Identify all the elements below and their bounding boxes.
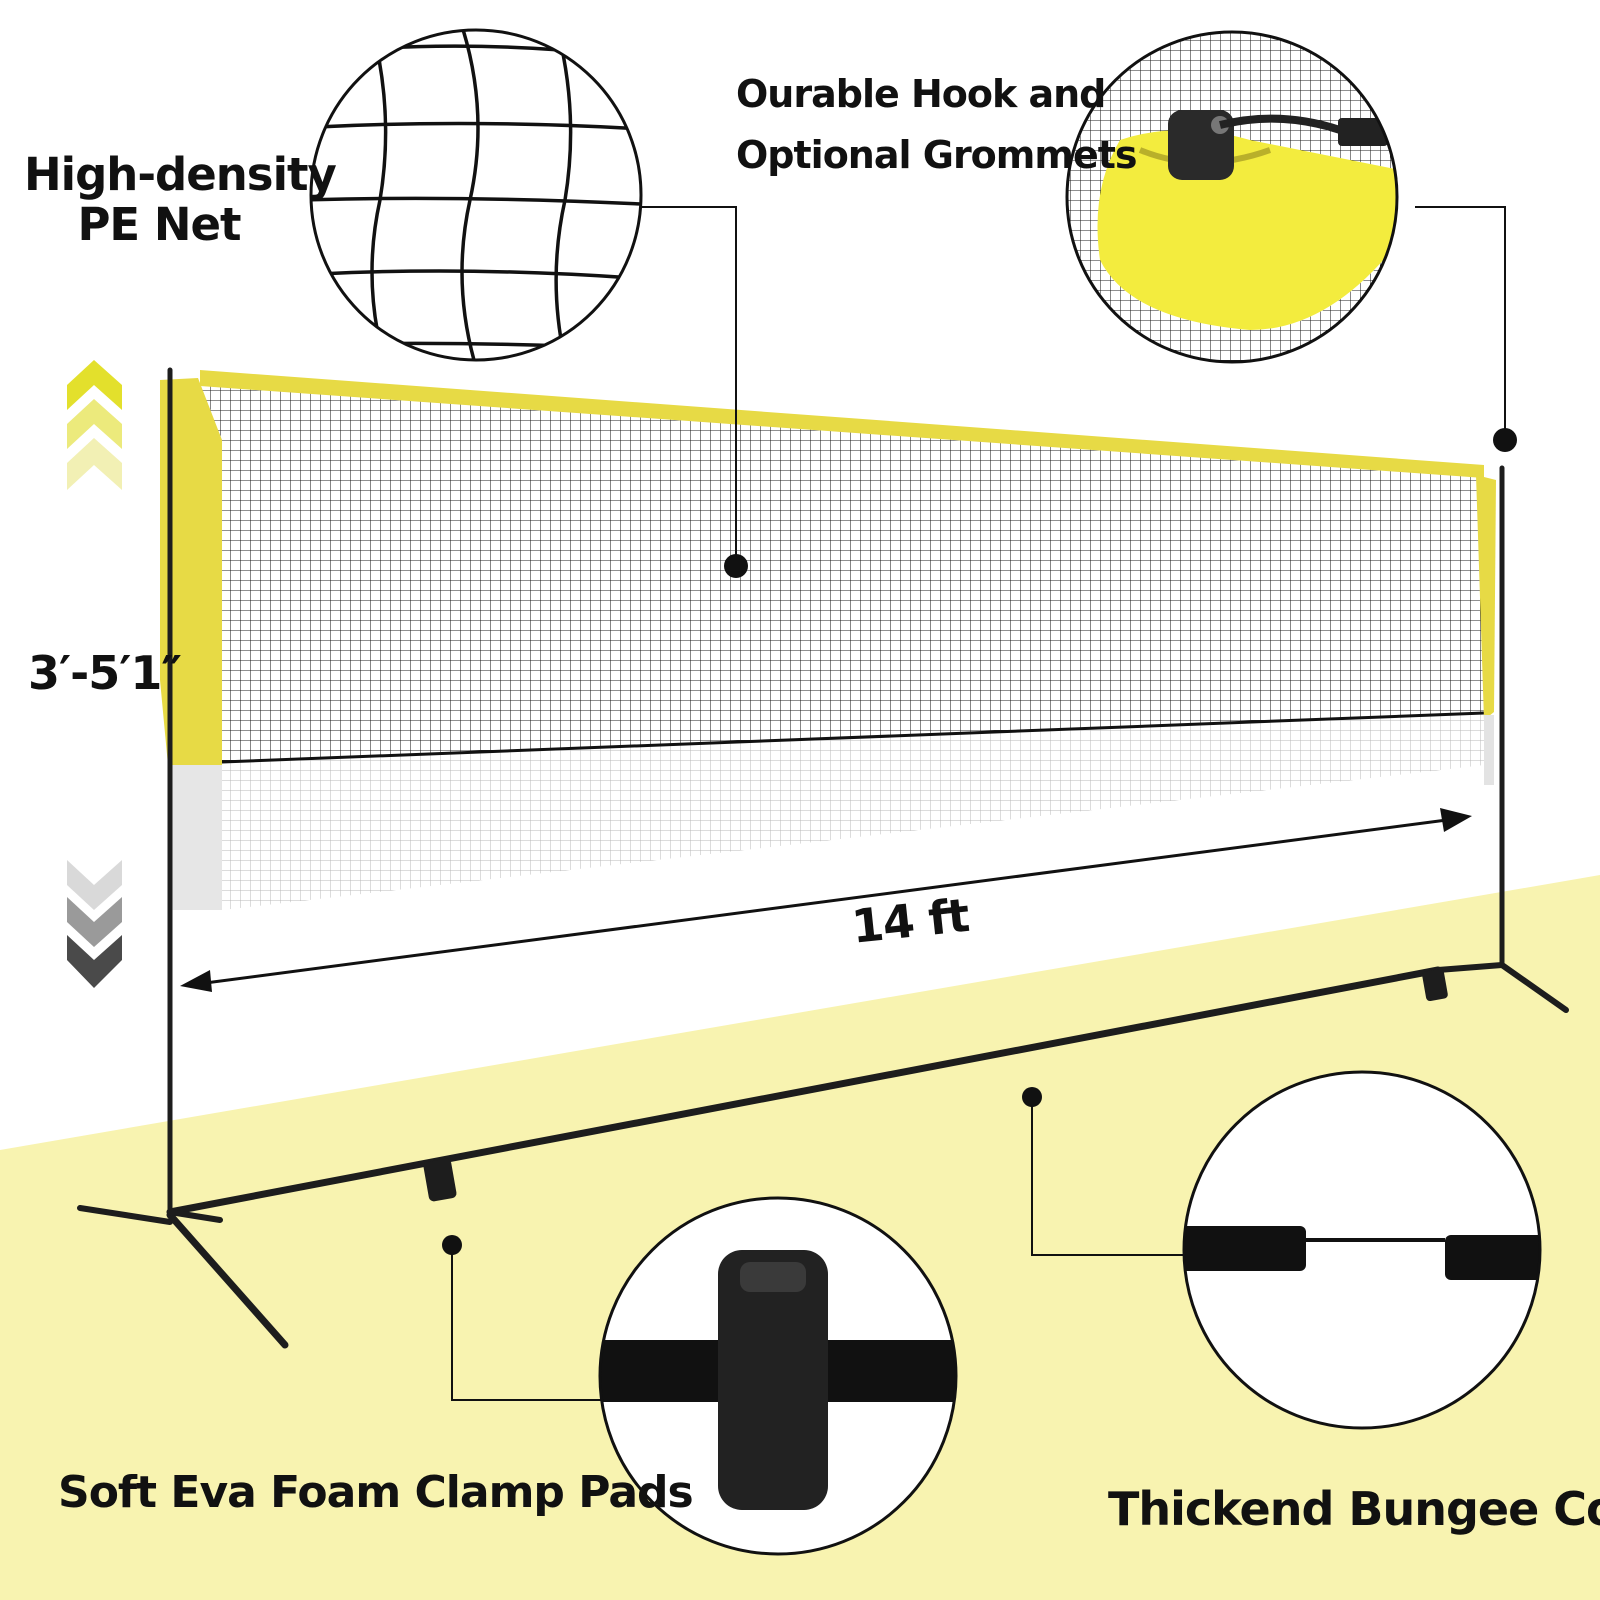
net-callout-label: High-density PE Net <box>24 148 337 252</box>
callout-leaders <box>451 206 1506 1401</box>
hook-grommet-icon <box>1065 30 1399 364</box>
height-dimension-label: 3′-5′1″ <box>28 646 182 700</box>
callout-dots <box>442 428 1517 1255</box>
net-label-line2: PE Net <box>77 198 241 252</box>
net-frame <box>77 367 1569 1349</box>
width-dimension-arrow <box>180 808 1472 992</box>
height-down-arrows-icon <box>67 860 122 988</box>
hook-callout-label: Ourable Hook and Optional Grommets <box>736 64 1138 186</box>
foam-clamp-icon <box>598 1196 958 1556</box>
hook-label-line1: Ourable Hook and <box>736 72 1106 116</box>
clamp-callout-label: Soft Eva Foam Clamp Pads <box>58 1467 694 1518</box>
bungee-cord-icon <box>1182 1070 1542 1430</box>
net-label-line1: High-density <box>24 148 337 201</box>
hook-label-line2: Optional Grommets <box>736 132 1138 177</box>
bungee-callout-label: Thickend Bungee Cord <box>1108 1482 1600 1536</box>
net-mesh-icon <box>309 28 643 362</box>
badminton-net <box>160 370 1496 910</box>
height-up-arrows-icon <box>67 360 122 490</box>
